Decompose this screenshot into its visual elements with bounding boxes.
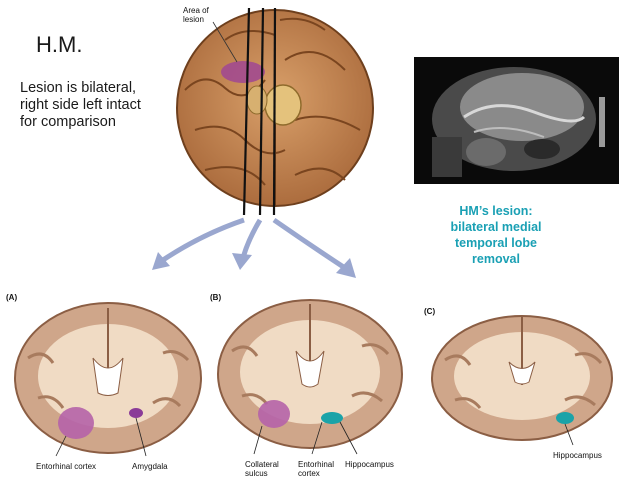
label-line: Collateral xyxy=(245,460,279,469)
label-hippocampus-b: Hippocampus xyxy=(345,460,394,469)
coronal-section-b xyxy=(217,299,403,455)
description-line: right side left intact xyxy=(20,97,141,113)
coronal-section-c xyxy=(431,315,613,446)
caption-line: removal xyxy=(472,252,520,266)
coronal-section-a xyxy=(14,302,202,457)
label-line: Entorhinal xyxy=(298,460,335,469)
panel-a-letter: (A) xyxy=(6,293,18,302)
section-arrows xyxy=(152,7,356,278)
mri-caption: HM’s lesion: bilateral medial temporal l… xyxy=(440,203,552,267)
description-line: Lesion is bilateral, xyxy=(20,80,137,96)
label-collateral-sulcus: Collateral sulcus xyxy=(245,460,279,478)
label-line: sulcus xyxy=(245,469,268,478)
arrow-b xyxy=(240,218,263,259)
caption-line: HM’s lesion: xyxy=(459,204,533,218)
area-of-lesion-label: Area of lesion xyxy=(183,6,209,24)
arrow-a xyxy=(158,217,245,265)
description-line: for comparison xyxy=(20,114,116,130)
lesion-area xyxy=(221,61,265,83)
panel-b-letter: (B) xyxy=(210,293,222,302)
area-label-line: lesion xyxy=(183,15,204,24)
caption-line: temporal lobe xyxy=(455,236,537,250)
lesion-description: Lesion is bilateral, right side left int… xyxy=(20,80,195,131)
panel-c-letter: (C) xyxy=(424,307,436,316)
label-entorhinal-cortex-b: Entorhinal cortex xyxy=(298,460,334,478)
label-hippocampus-c: Hippocampus xyxy=(553,451,602,460)
label-line: cortex xyxy=(298,469,320,478)
area-label-line: Area of xyxy=(183,6,209,15)
arrow-c xyxy=(272,217,347,271)
mri-scan-image xyxy=(414,57,619,184)
label-amygdala: Amygdala xyxy=(132,462,168,471)
page-title: H.M. xyxy=(36,32,83,57)
label-entorhinal-cortex-a: Entorhinal cortex xyxy=(36,462,97,471)
caption-line: bilateral medial xyxy=(450,220,542,234)
